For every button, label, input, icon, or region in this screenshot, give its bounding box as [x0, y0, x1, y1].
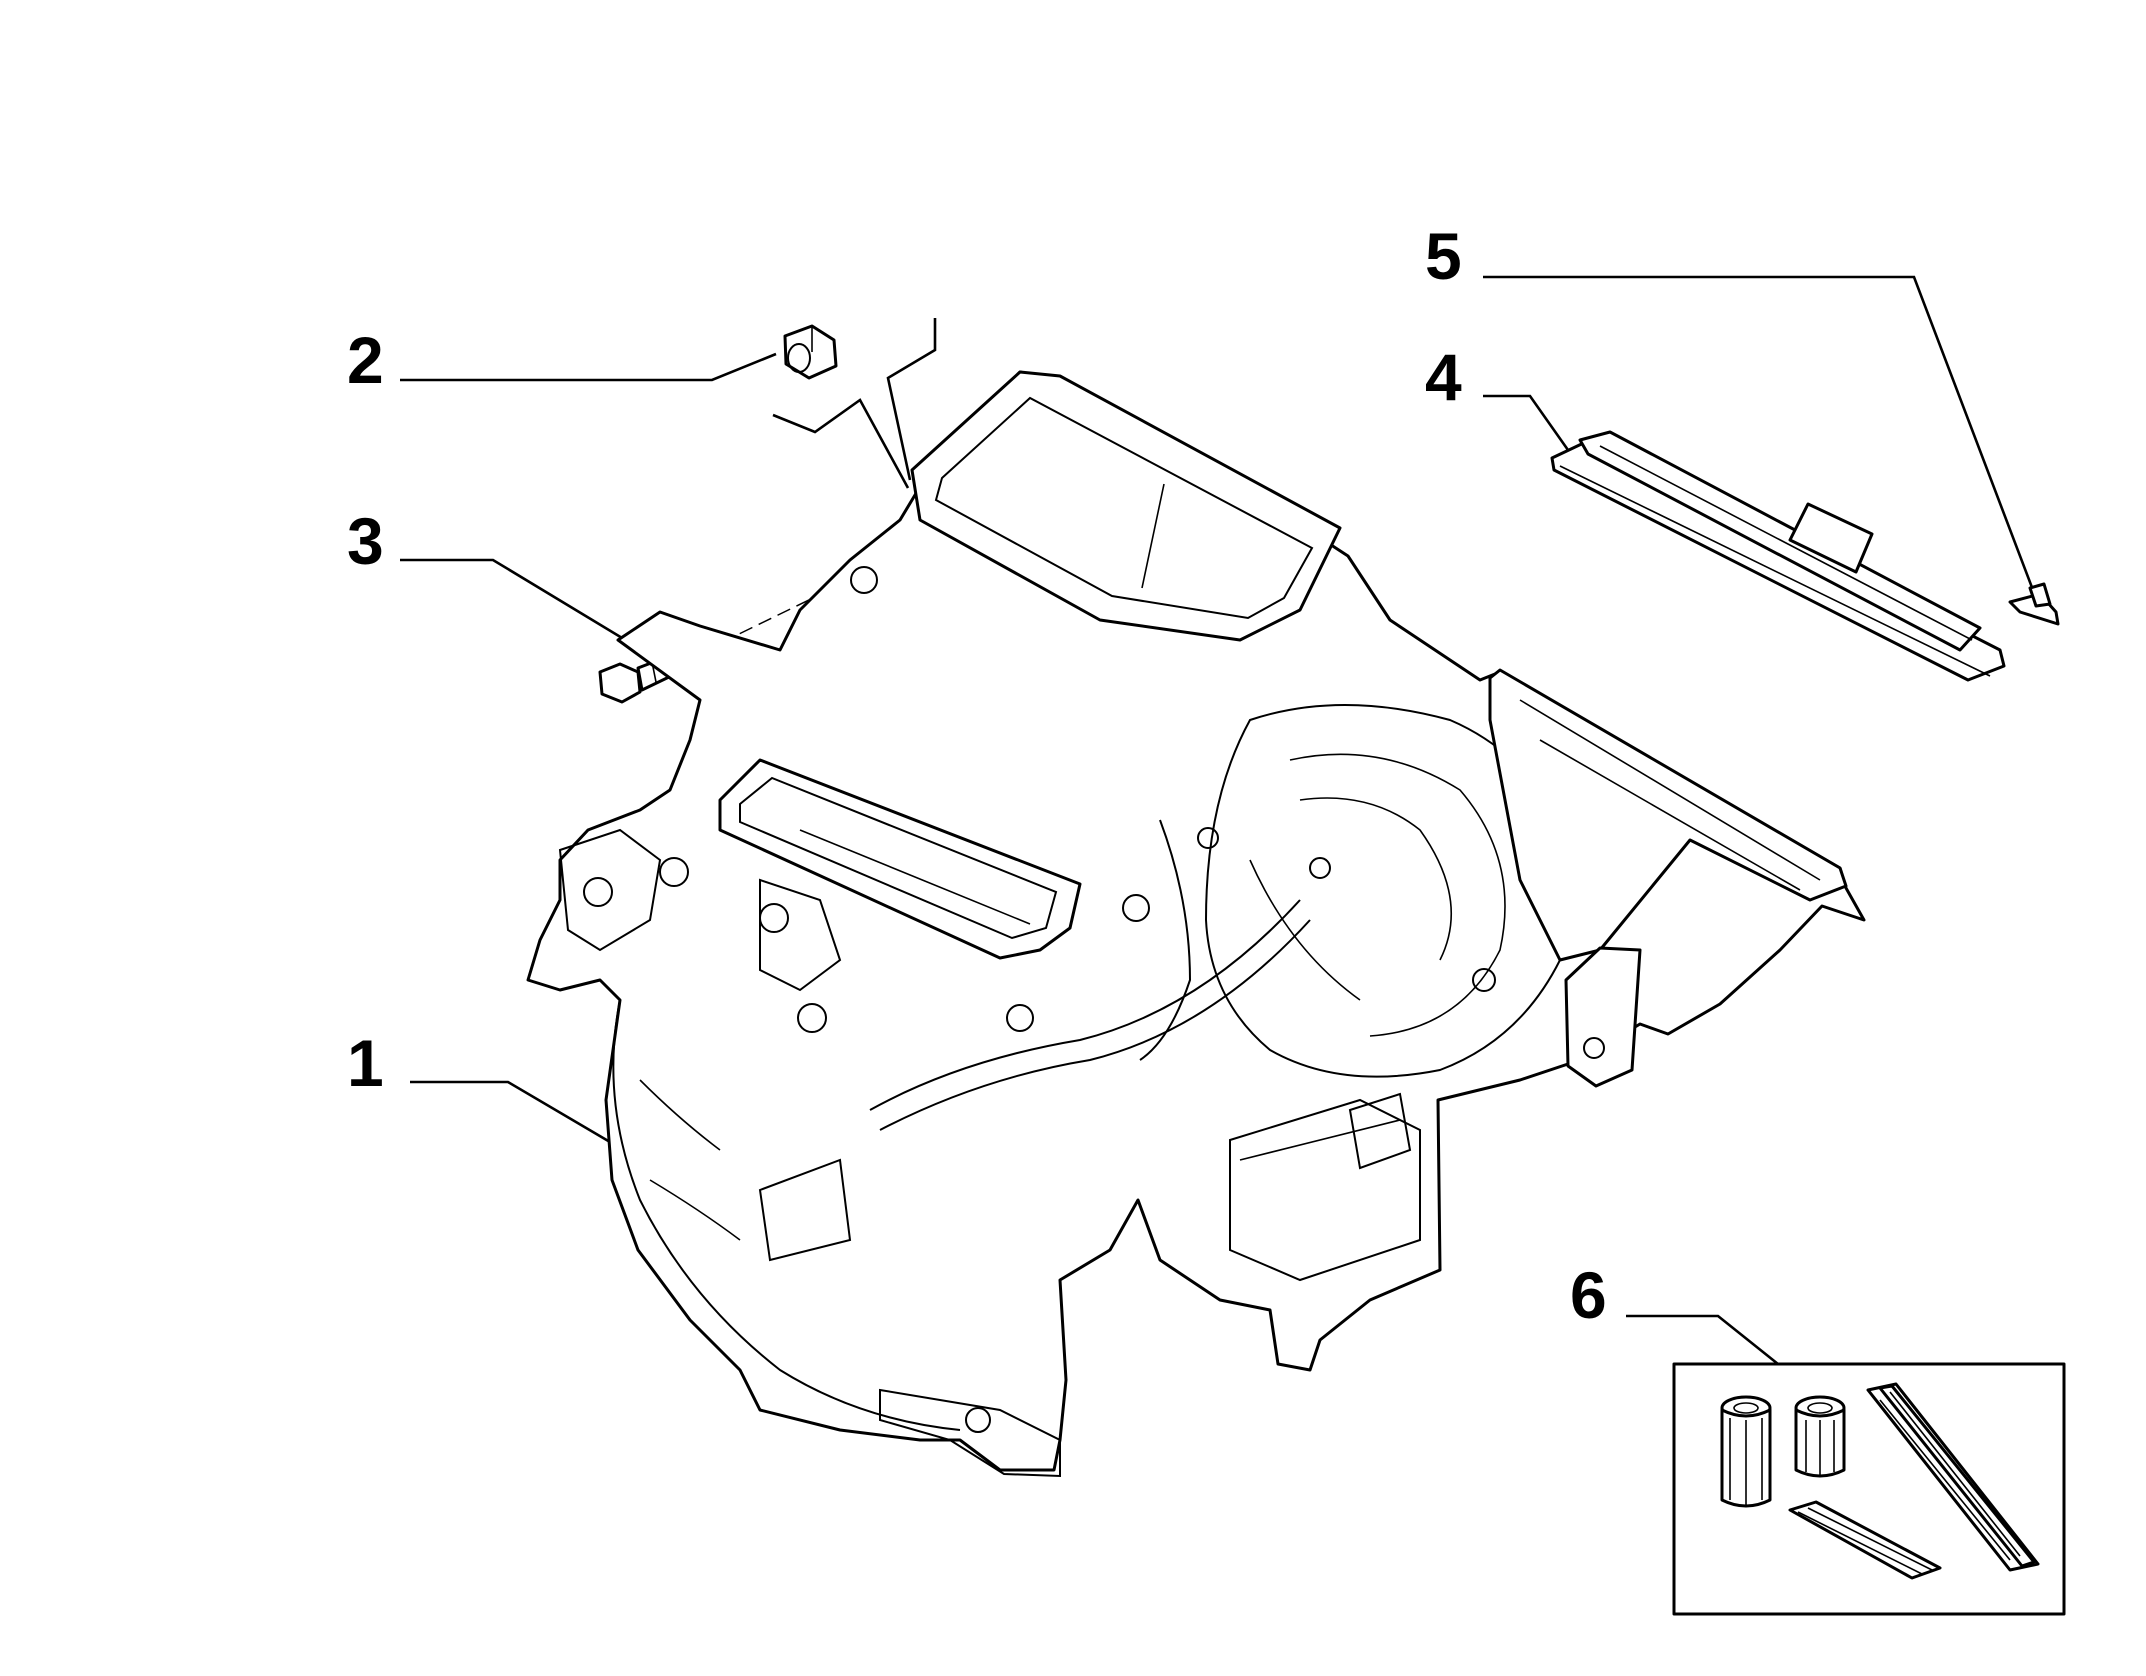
callout-number-3: 3: [347, 504, 384, 578]
callout-number-4: 4: [1425, 340, 1462, 414]
leader-line-6: [1626, 1314, 1779, 1366]
install-arrow-duct: [886, 318, 937, 481]
air-filter-icon: [1866, 1382, 2040, 1572]
callout-number-5: 5: [1425, 219, 1462, 293]
leader-line-2: [400, 352, 777, 382]
leader-line-1: [410, 1080, 611, 1144]
pollen-filter-part: [1550, 430, 2006, 682]
filter-clip-part: [2008, 582, 2060, 626]
callout-number-1: 1: [347, 1026, 384, 1100]
leader-line-3: [400, 558, 643, 652]
leader-line-5: [1483, 275, 2038, 599]
heater-ac-unit-part: [526, 370, 1866, 1478]
oil-filter-icon: [1720, 1395, 1772, 1508]
callout-number-6: 6: [1570, 1258, 1607, 1332]
filter-kit-part: [1672, 1362, 2066, 1616]
cabin-filter-icon: [1788, 1500, 1942, 1580]
nut-part: [783, 324, 838, 380]
callout-number-2: 2: [347, 323, 384, 397]
leader-line-4: [1483, 394, 1570, 451]
install-arrow-nut: [772, 398, 910, 489]
fuel-filter-icon: [1794, 1395, 1846, 1478]
